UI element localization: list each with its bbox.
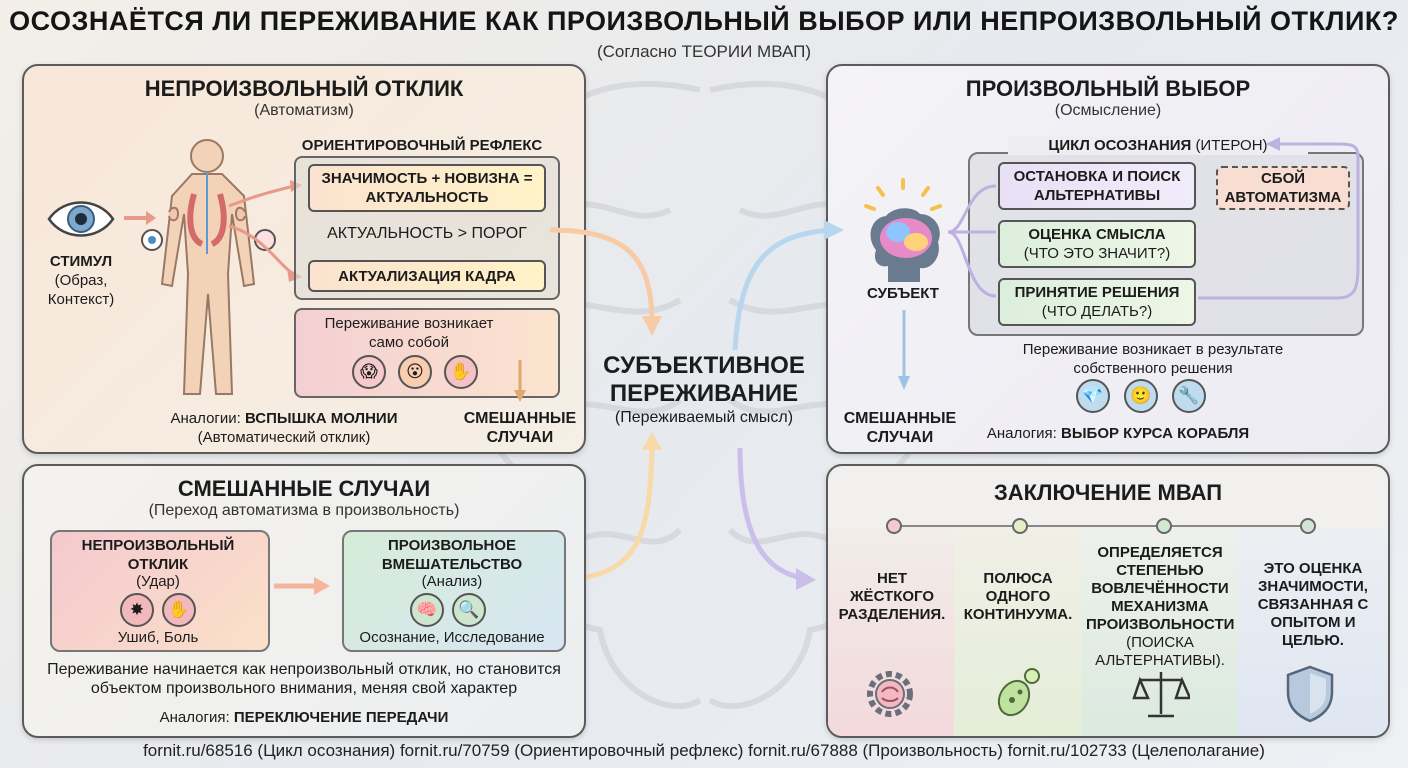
analogy-bold: ВЫБОР КУРСА КОРАБЛЯ — [1061, 425, 1250, 442]
step-stop-search: ОСТАНОВКА И ПОИСК АЛЬТЕРНАТИВЫ — [998, 162, 1196, 210]
conclusion-col3: ОПРЕДЕЛЯЕТСЯ СТЕПЕНЬЮ ВОВЛЕЧЁННОСТИ МЕХА… — [1086, 544, 1235, 633]
voluntary-subtitle: (Осмысление) — [1054, 102, 1162, 119]
fear-face-icon: 😱 — [352, 355, 386, 389]
analogy-prefix: Аналогия: — [986, 425, 1057, 442]
threshold-text: АКТУАЛЬНОСТЬ > ПОРОГ — [327, 225, 527, 242]
automatism-failure: СБОЙ АВТОМАТИЗМА — [1216, 166, 1350, 210]
wrench-icon: 🔧 — [1172, 379, 1206, 413]
arrow-icon — [124, 211, 156, 225]
analogy-prefix: Аналогия: — [159, 709, 230, 726]
stimulus-label: СТИМУЛ — [49, 253, 113, 270]
step-meaning-evaluation: ОЦЕНКА СМЫСЛА (ЧТО ЭТО ЗНАЧИТ?) — [998, 220, 1196, 268]
mixed-title: СМЕШАННЫЕ СЛУЧАИ — [177, 476, 431, 501]
down-arrow-icon — [898, 310, 910, 390]
shield-icon — [1286, 665, 1334, 723]
involuntary-analogy-sub: (Автоматический отклик) — [197, 429, 371, 446]
reflex-arrows — [228, 180, 302, 282]
timeline — [886, 518, 1316, 534]
salience-box: ЗНАЧИМОСТЬ + НОВИЗНА = АКТУАЛЬНОСТЬ — [308, 164, 546, 212]
brain-head-icon: 🧠 — [410, 593, 444, 627]
center-title: СУБЪЕКТИВНОЕ ПЕРЕЖИВАНИЕ — [603, 352, 805, 407]
mixed-left-title: НЕПРОИЗВОЛЬНЫЙ ОТКЛИК — [81, 537, 235, 573]
conclusion-col4: ЭТО ОЦЕНКА ЗНАЧИМОСТИ, СВЯЗАННАЯ С ОПЫТО… — [1257, 560, 1369, 649]
footer-links[interactable]: fornit.ru/68516 (Цикл осознания) fornit.… — [143, 741, 1265, 760]
pain-icon: ✋ — [162, 593, 196, 627]
microbe-icon — [997, 668, 1040, 717]
conclusion-title: ЗАКЛЮЧЕНИЕ МВАП — [993, 480, 1223, 505]
panel-conclusion: ЗАКЛЮЧЕНИЕ МВАП НЕТ ЖЁСТКОГО РАЗДЕЛЕНИЯ.… — [826, 464, 1390, 738]
step2-sub: (ЧТО ЭТО ЗНАЧИТ?) — [1023, 245, 1171, 262]
conclusion-col3-sub: (ПОИСКА АЛЬТЕРНАТИВЫ). — [1095, 634, 1225, 669]
mixed-right-caption: Осознание, Исследование — [359, 629, 545, 646]
panel-mixed: СМЕШАННЫЕ СЛУЧАИ (Переход автоматизма в … — [22, 464, 586, 738]
analogy-bold: ПЕРЕКЛЮЧЕНИЕ ПЕРЕДАЧИ — [233, 709, 449, 726]
step-decision: ПРИНЯТИЕ РЕШЕНИЯ (ЧТО ДЕЛАТЬ?) — [998, 278, 1196, 326]
pain-icon: ✋ — [444, 355, 478, 389]
frame-actualization-box: АКТУАЛИЗАЦИЯ КАДРА — [308, 260, 546, 292]
diamond-icon: 💎 — [1076, 379, 1110, 413]
flow-arrows — [549, 220, 844, 590]
step3-bold: ПРИНЯТИЕ РЕШЕНИЯ — [1014, 284, 1180, 301]
voluntary-result-text: Переживание возникает в результате собст… — [1022, 341, 1284, 377]
involuntary-subtitle: (Автоматизм) — [254, 102, 354, 119]
emotion-text: Переживание возникает само собой — [324, 315, 494, 351]
human-body-icon — [141, 139, 276, 395]
step2-bold: ОЦЕНКА СМЫСЛА — [1028, 226, 1166, 243]
mixed-left-caption: Ушиб, Боль — [117, 629, 199, 646]
smile-icon: 🙂 — [1124, 379, 1158, 413]
mixed-right-sub: (Анализ) — [421, 573, 483, 590]
mixed-subtitle: (Переход автоматизма в произвольность) — [148, 502, 460, 519]
mixed-left-card — [50, 530, 270, 652]
conclusion-col1: НЕТ ЖЁСТКОГО РАЗДЕЛЕНИЯ. — [838, 570, 946, 623]
cycle-loop-arrows — [947, 137, 1360, 300]
involuntary-mixed-label: СМЕШАННЫЕ СЛУЧАИ — [463, 410, 577, 446]
analogy-bold: ВСПЫШКА МОЛНИИ — [244, 410, 398, 427]
conclusion-col2: ПОЛЮСА ОДНОГО КОНТИНУУМА. — [963, 570, 1073, 623]
mixed-description: Переживание начинается как непроизвольны… — [47, 661, 561, 697]
reflex-title: ОРИЕНТИРОВОЧНЫЙ РЕФЛЕКС — [301, 137, 543, 154]
step3-sub: (ЧТО ДЕЛАТЬ?) — [1041, 303, 1153, 320]
page-title: ОСОЗНАЁТСЯ ЛИ ПЕРЕЖИВАНИЕ КАК ПРОИЗВОЛЬН… — [9, 6, 1399, 36]
surprise-face-icon: 😮 — [398, 355, 432, 389]
panel-involuntary: НЕПРОИЗВОЛЬНЫЙ ОТКЛИК (Автоматизм) СТИМУ… — [22, 64, 586, 454]
voluntary-mixed-label: СМЕШАННЫЕ СЛУЧАИ — [843, 410, 957, 446]
scales-icon — [1132, 672, 1190, 718]
page-subtitle: (Согласно ТЕОРИИ МВАП) — [596, 42, 812, 61]
brain-icon — [864, 178, 942, 282]
cycle-title-bold: ЦИКЛ ОСОЗНАНИЯ — [1048, 137, 1192, 154]
magnifier-icon: 🔍 — [452, 593, 486, 627]
mixed-left-sub: (Удар) — [136, 573, 180, 590]
stimulus-sub: (Образ, Контекст) — [47, 272, 115, 308]
panel-voluntary: ПРОИЗВОЛЬНЫЙ ВЫБОР (Осмысление) ЦИКЛ ОСО… — [826, 64, 1390, 454]
cycle-title-sub: (ИТЕРОН) — [1195, 137, 1268, 154]
subject-label: СУБЪЕКТ — [867, 285, 939, 302]
down-arrow-icon — [514, 360, 526, 402]
gear-brain-icon — [867, 671, 913, 717]
cycle-title: ЦИКЛ ОСОЗНАНИЯ (ИТЕРОН) — [1008, 136, 1308, 155]
involuntary-analogy: Аналогии: ВСПЫШКА МОЛНИИ — [134, 409, 434, 428]
impact-icon: ✸ — [120, 593, 154, 627]
transition-arrow — [274, 577, 330, 595]
involuntary-title: НЕПРОИЗВОЛЬНЫЙ ОТКЛИК — [144, 76, 464, 101]
voluntary-title: ПРОИЗВОЛЬНЫЙ ВЫБОР — [965, 76, 1251, 101]
analogy-prefix: Аналогии: — [170, 410, 241, 427]
voluntary-analogy: Аналогия: ВЫБОР КУРСА КОРАБЛЯ — [968, 424, 1268, 443]
eye-icon — [47, 201, 115, 237]
center-subtitle: (Переживаемый смысл) — [614, 409, 794, 426]
mixed-right-card — [342, 530, 566, 652]
mixed-analogy: Аналогия: ПЕРЕКЛЮЧЕНИЕ ПЕРЕДАЧИ — [84, 708, 524, 727]
mixed-right-title: ПРОИЗВОЛЬНОЕ ВМЕШАТЕЛЬСТВО — [381, 537, 523, 573]
